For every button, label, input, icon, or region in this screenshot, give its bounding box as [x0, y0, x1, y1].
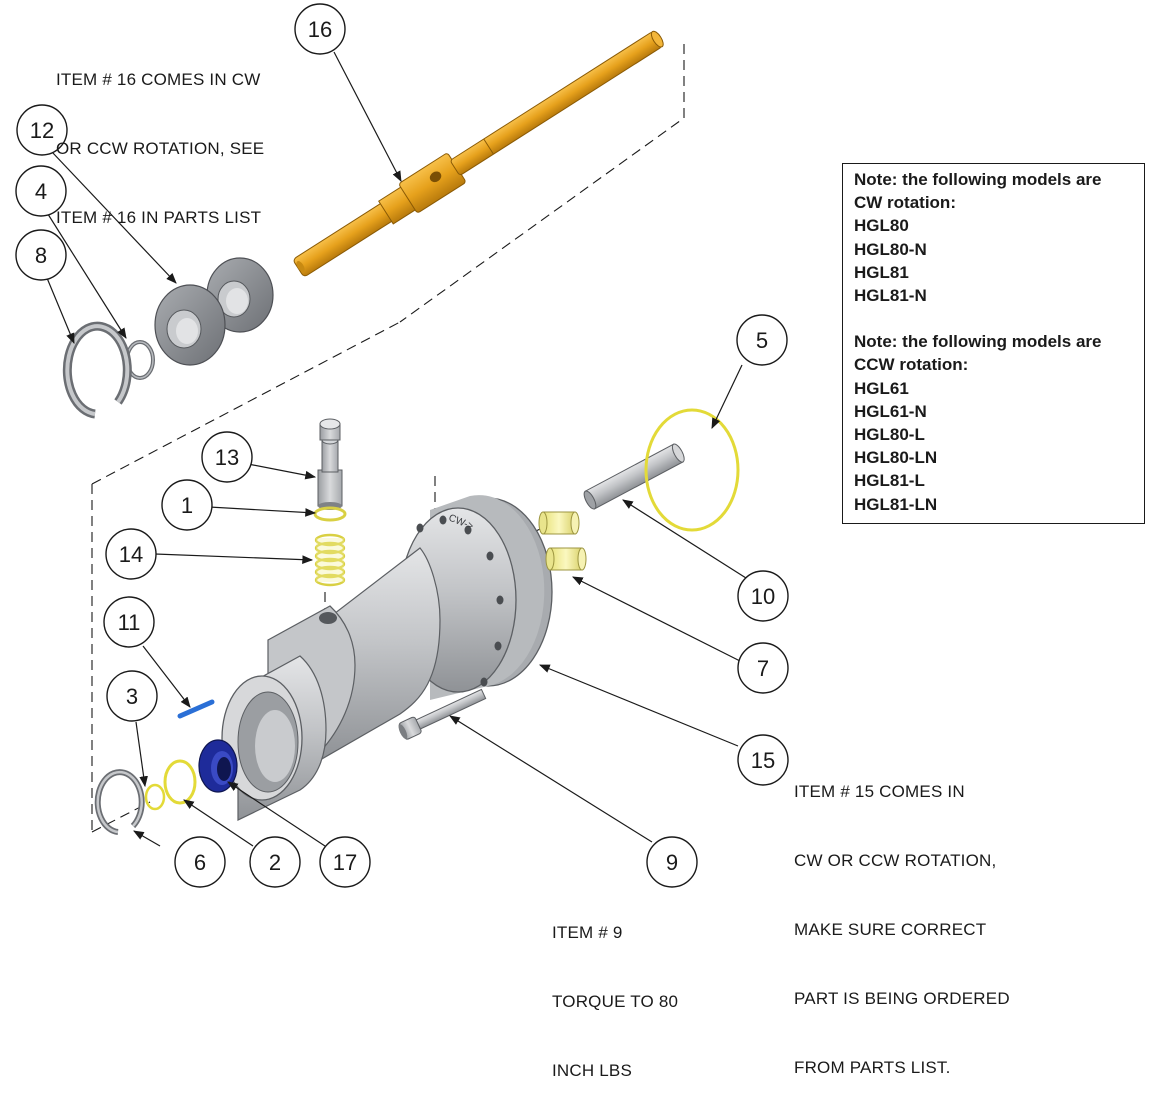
callout-12: 12: [16, 104, 68, 156]
callout-15: 15: [737, 734, 789, 786]
cw-model: HGL80-N: [854, 239, 927, 259]
seal-part-17: [198, 739, 238, 793]
large-o-ring-part-5: [644, 408, 740, 532]
callout-13-number: 13: [215, 445, 239, 470]
callout-12-number: 12: [30, 118, 54, 143]
shaft-part-16: [293, 30, 664, 277]
bearings-part-12: [154, 257, 274, 366]
ccw-heading-line: Note: the following models are: [854, 332, 1102, 352]
o-ring-part-2: [163, 759, 197, 805]
callout-8-number: 8: [35, 243, 47, 268]
ccw-model: HGL80-LN: [854, 448, 938, 468]
note-item-16: ITEM # 16 COMES IN CW OR CCW ROTATION, S…: [56, 22, 264, 252]
cw-heading-line: Note: the following models are: [854, 170, 1102, 189]
callout-17-number: 17: [333, 850, 357, 875]
spring-part-14: [314, 533, 346, 587]
screw-part-9: [398, 688, 487, 740]
callout-15-number: 15: [751, 748, 775, 773]
note-item-15-line: MAKE SURE CORRECT: [794, 920, 987, 939]
callout-bubbles: 16 12 4 8 5 13 1 14: [15, 3, 789, 888]
note-item-16-line: ITEM # 16 IN PARTS LIST: [56, 208, 262, 227]
callout-14: 14: [105, 528, 157, 580]
note-item-15-line: ITEM # 15 COMES IN: [794, 782, 965, 801]
housing-part-15: CW->: [221, 495, 553, 821]
bushings-part-7: [538, 511, 587, 571]
callout-5: 5: [736, 314, 788, 366]
callout-6: 6: [174, 836, 226, 888]
note-item-9: ITEM # 9 TORQUE TO 80 INCH LBS: [552, 875, 678, 1105]
callout-10-number: 10: [751, 584, 775, 609]
note-item-16-line: ITEM # 16 COMES IN CW: [56, 70, 261, 89]
callout-9-number: 9: [666, 850, 678, 875]
note-item-15-line: FROM PARTS LIST.: [794, 1058, 951, 1077]
cw-model: HGL81-N: [854, 286, 927, 306]
retaining-ring-part-8: [62, 321, 132, 419]
leader-lines: [45, 51, 747, 849]
callout-1: 1: [161, 479, 213, 531]
callout-3-number: 3: [126, 684, 138, 709]
cw-model: HGL81: [854, 262, 909, 282]
ccw-model: HGL81-LN: [854, 494, 938, 514]
ccw-model: HGL61: [854, 378, 909, 398]
rotation-models-box: Note: the following models are CW rotati…: [842, 163, 1145, 524]
exploded-parts-diagram: CW->: [15, 3, 789, 888]
callout-7: 7: [737, 642, 789, 694]
cw-model: HGL80: [854, 216, 909, 236]
callout-2: 2: [249, 836, 301, 888]
retaining-ring-part-6: [94, 769, 145, 835]
note-item-15-line: PART IS BEING ORDERED: [794, 989, 1010, 1008]
callout-5-number: 5: [756, 328, 768, 353]
callout-11-number: 11: [118, 610, 141, 635]
note-item-9-line: TORQUE TO 80: [552, 992, 679, 1011]
note-item-9-line: INCH LBS: [552, 1061, 633, 1080]
callout-8: 8: [15, 229, 67, 281]
pin-part-10: [583, 443, 685, 510]
callout-14-number: 14: [119, 542, 143, 567]
callout-2-number: 2: [269, 850, 281, 875]
callout-16-number: 16: [308, 17, 332, 42]
plunger-part-13: [317, 418, 343, 510]
callout-10: 10: [737, 570, 789, 622]
note-item-16-line: OR CCW ROTATION, SEE: [56, 139, 265, 158]
callout-1-number: 1: [181, 493, 193, 518]
ccw-model: HGL81-L: [854, 471, 925, 491]
callout-11: 11: [103, 596, 155, 648]
ccw-model: HGL80-L: [854, 425, 925, 445]
callout-4: 4: [15, 165, 67, 217]
note-item-15-line: CW OR CCW ROTATION,: [794, 851, 997, 870]
callout-7-number: 7: [757, 656, 769, 681]
callout-3: 3: [106, 670, 158, 722]
callout-17: 17: [319, 836, 371, 888]
ccw-model: HGL61-N: [854, 401, 927, 421]
callout-9: 9: [646, 836, 698, 888]
note-item-15: ITEM # 15 COMES IN CW OR CCW ROTATION, M…: [794, 734, 1010, 1102]
ring-part-3: [144, 783, 166, 811]
callout-6-number: 6: [194, 850, 206, 875]
models-box-spacer: [854, 307, 1144, 330]
callout-13: 13: [201, 431, 253, 483]
cw-heading-line: CW rotation:: [854, 193, 956, 213]
callout-4-number: 4: [35, 179, 47, 204]
ccw-heading-line: CCW rotation:: [854, 355, 969, 375]
pin-part-11: [177, 699, 215, 719]
note-item-9-line: ITEM # 9: [552, 923, 623, 942]
callout-16: 16: [294, 3, 346, 55]
